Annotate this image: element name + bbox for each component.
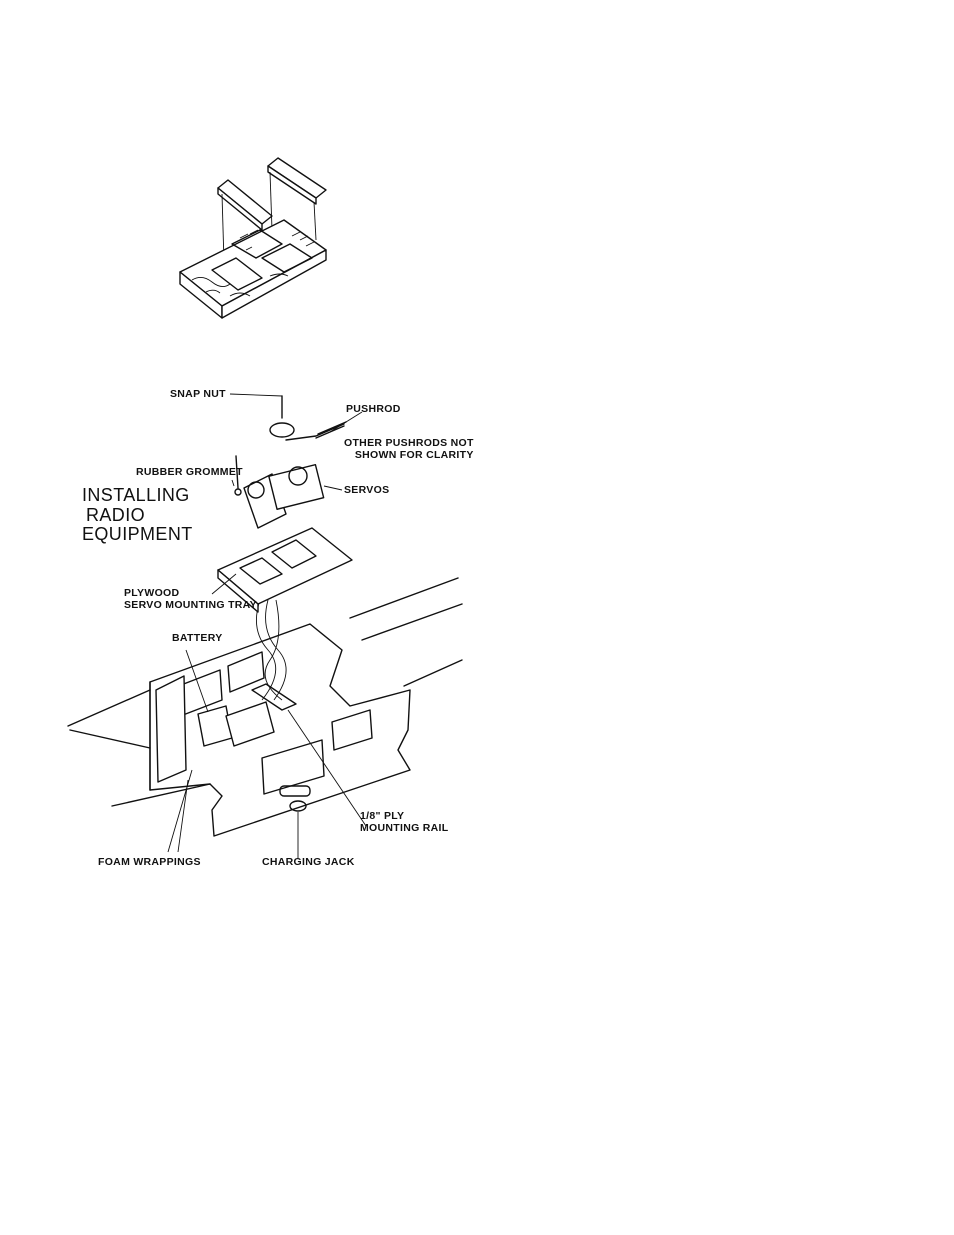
title-line-3: EQUIPMENT [82, 524, 193, 544]
mounting-rail [251, 683, 297, 711]
snap-nut-wheel [269, 422, 295, 438]
label-snap-nut: SNAP NUT [170, 388, 226, 400]
label-battery: BATTERY [172, 632, 223, 644]
tray-rails-figure [179, 157, 327, 319]
battery [197, 705, 233, 747]
label-foam-wrappings: FOAM WRAPPINGS [98, 856, 201, 868]
label-charging-jack: CHARGING JACK [262, 856, 355, 868]
pushrod [285, 423, 345, 441]
receiver [225, 701, 275, 747]
left-rail [217, 179, 273, 225]
label-servos: SERVOS [344, 484, 390, 496]
title-line-1: INSTALLING [82, 485, 190, 505]
diagram-title: INSTALLING RADIO EQUIPMENT [82, 485, 193, 545]
servo-right [268, 463, 325, 510]
label-pushrod: PUSHROD [346, 403, 401, 415]
label-servo-tray: PLYWOOD SERVO MOUNTING TRAY [124, 587, 257, 611]
label-rubber-grommet: RUBBER GROMMET [136, 466, 243, 478]
fuselage-side [149, 623, 411, 837]
fuselage-installation-figure [67, 393, 463, 858]
title-line-2: RADIO [86, 504, 146, 525]
label-mounting-rail: 1/8" PLY MOUNTING RAIL [360, 810, 449, 834]
label-other-pushrods: OTHER PUSHRODS NOT SHOWN FOR CLARITY [344, 437, 474, 461]
